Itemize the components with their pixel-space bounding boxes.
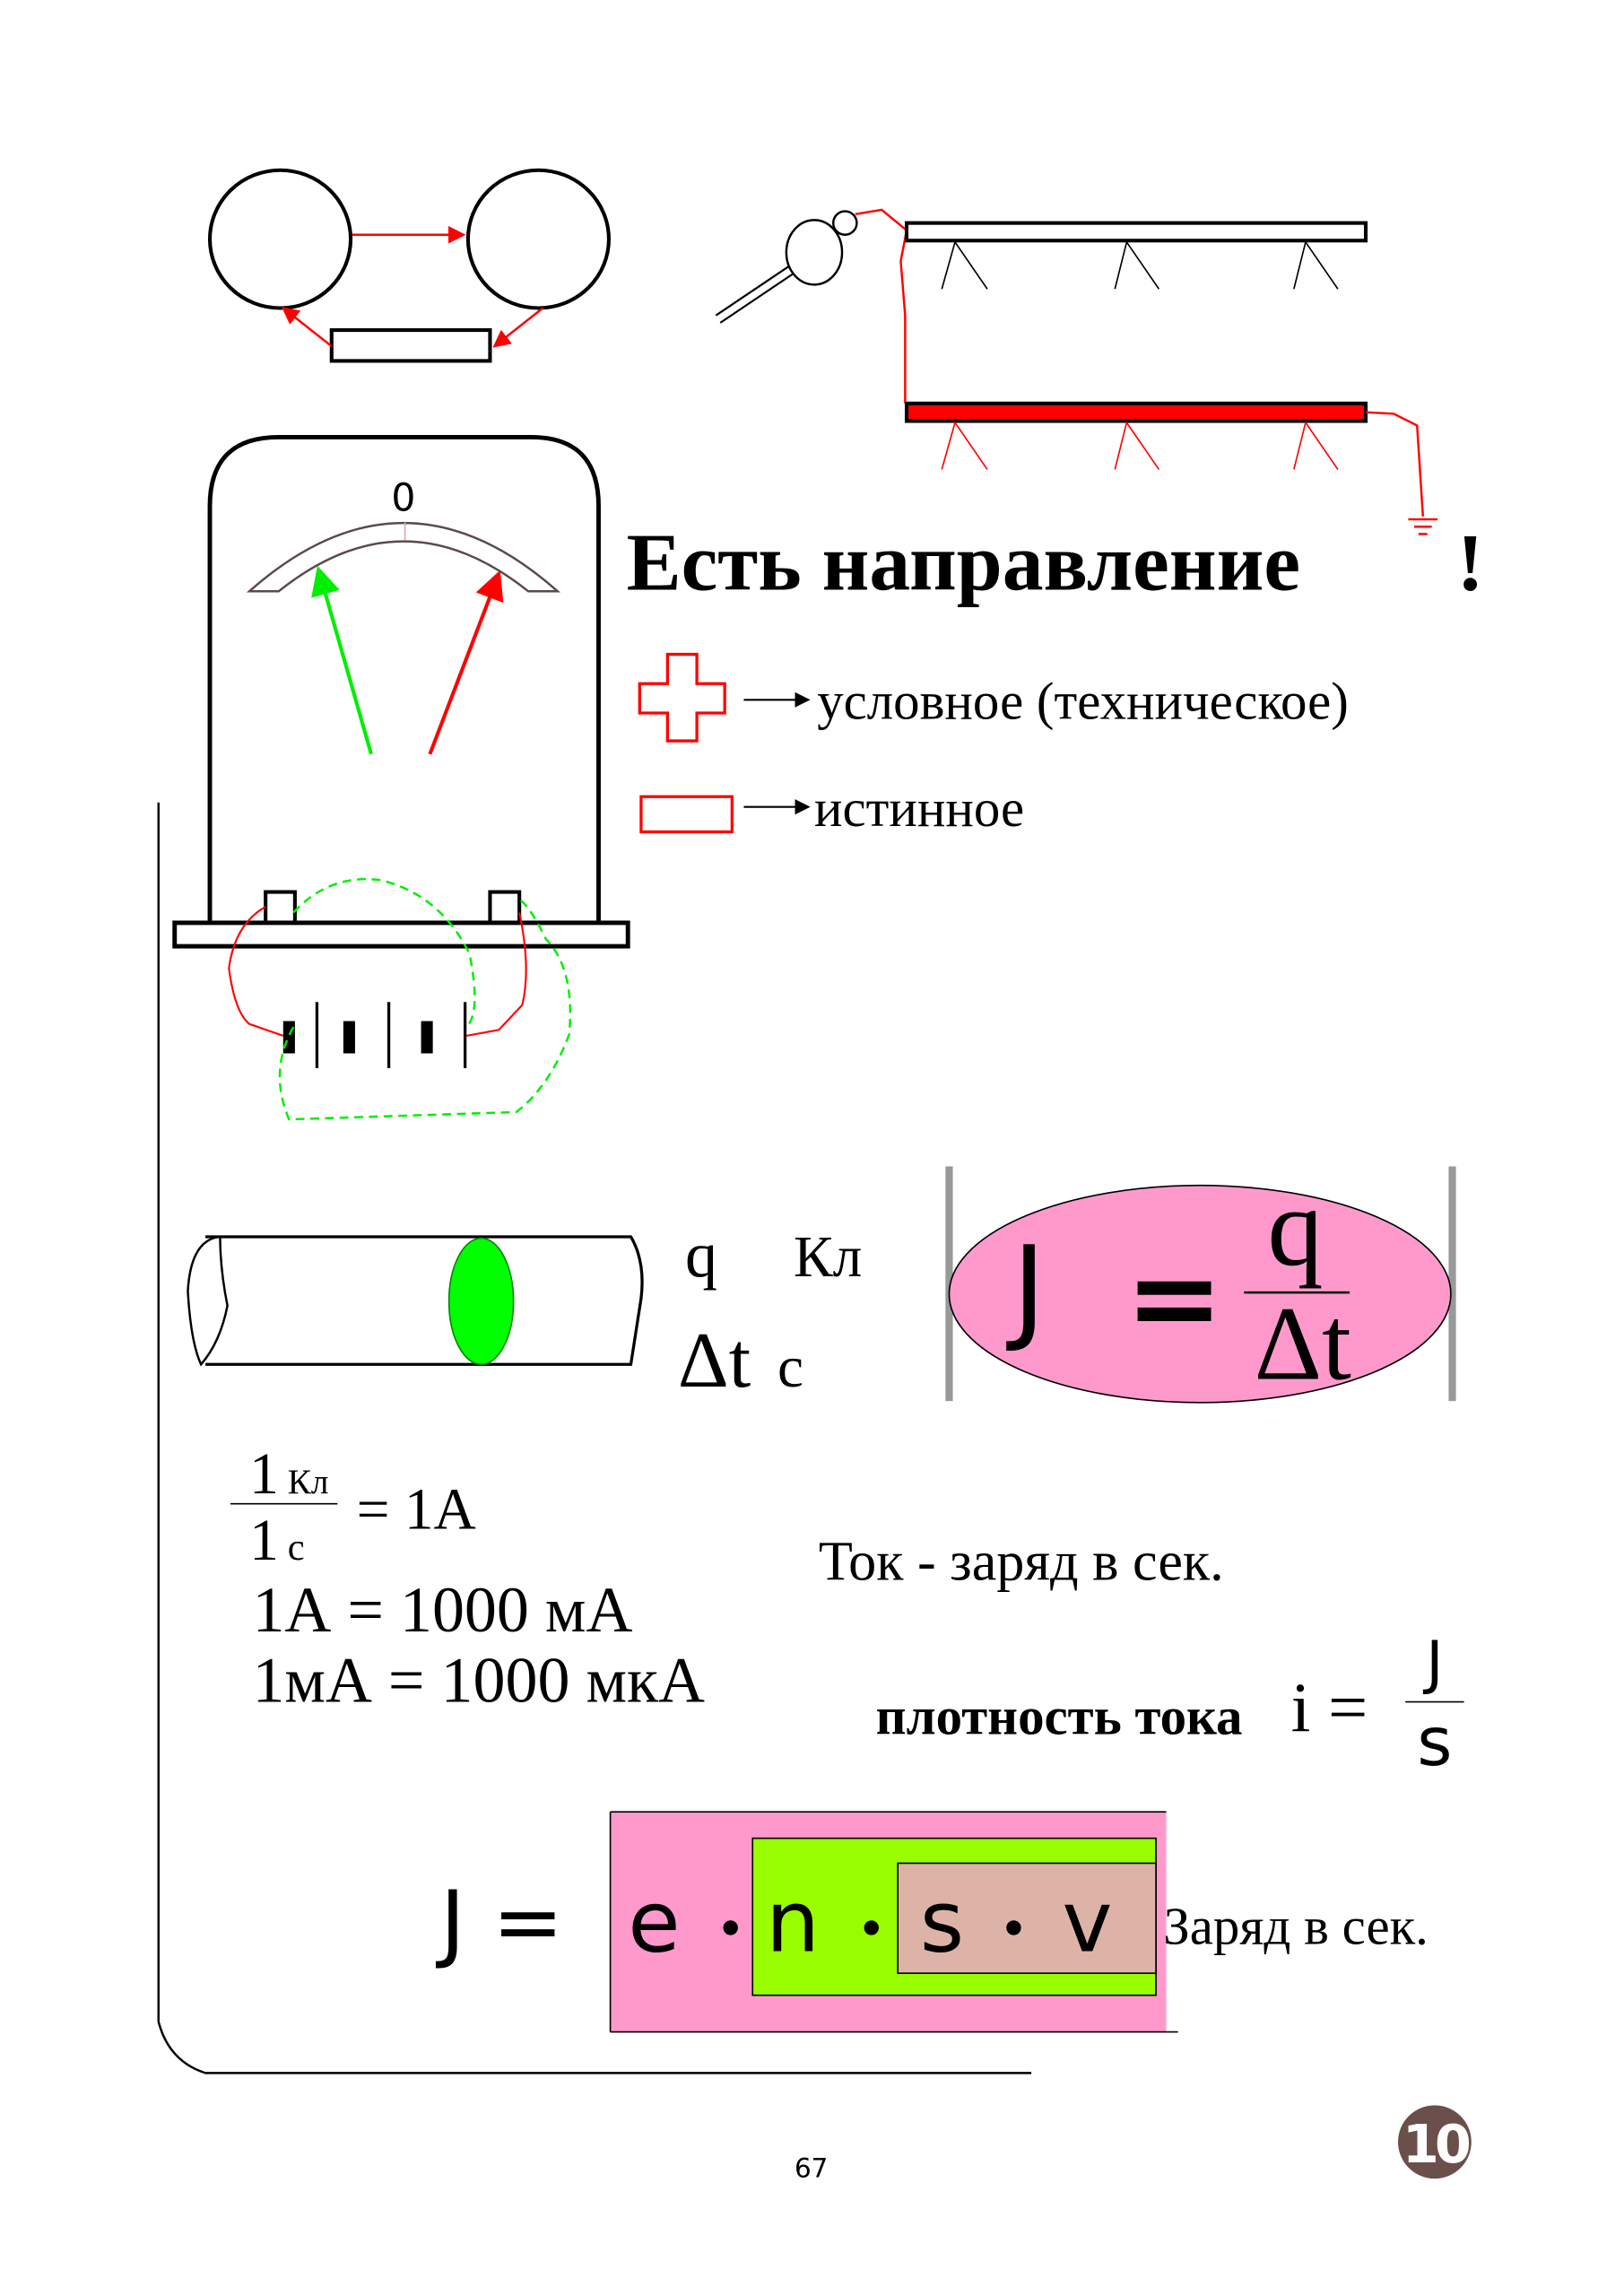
minus-icon [639,795,734,834]
page-number: 67 [795,2153,828,2184]
current-formula: J = q Δt [945,1165,1456,1404]
chapter-badge: 10 [1397,2105,1474,2179]
page-title: Есть направление [627,517,1300,608]
density-den: s [1417,1702,1452,1781]
symbol-s: s [920,1874,964,1972]
unit-frac-num-unit: Кл [288,1463,329,1501]
unit-frac-den-unit: с [288,1526,305,1569]
battery-icon [282,1002,467,1068]
charged-plates-diagram [715,208,1438,535]
formula-numerator: q [1267,1165,1323,1289]
symbol-v: v [1062,1874,1112,1972]
bottom-formula-lhs: J = [436,1874,564,1972]
time-symbol: Δt [678,1317,751,1405]
unit-frac-result: = 1А [357,1477,476,1542]
title-exclamation: ! [1456,517,1484,608]
formula-eq: = [1125,1230,1224,1366]
frame-line [157,802,1032,2074]
ground-icon [1408,517,1438,535]
density-lhs: i = [1291,1668,1368,1746]
bottom-caption: Заряд в сек. [1163,1897,1429,1955]
current-definition: Ток - заряд в сек. [819,1532,1224,1593]
density-label: плотность тока [876,1687,1243,1745]
legend-true: истинное [814,779,1024,838]
green-needle [311,565,373,755]
meter-zero-label: 0 [391,476,415,520]
unit-line-3: 1мА = 1000 мкА [252,1645,705,1717]
charge-symbol: q [685,1219,717,1291]
circuit-diagram [207,168,611,363]
unit-frac-den: 1 [249,1509,279,1573]
unit-frac-num: 1 [249,1442,279,1507]
symbol-e: e [628,1874,680,1972]
unit-line-2: 1А = 1000 мА [252,1574,632,1646]
time-unit: с [777,1335,803,1400]
density-num: J [1422,1629,1443,1697]
red-needle [428,570,504,755]
symbol-n: n [766,1874,820,1972]
legend-conventional: условное (техническое) [817,673,1349,731]
formula-lhs: J [1006,1222,1046,1355]
formula-denominator: Δt [1254,1286,1351,1403]
ammeter-diagram: 0 [172,435,630,1121]
wire-diagram [187,1235,644,1367]
chapter-number: 10 [1403,2113,1470,2175]
charge-per-second-formula: J = e n s v [436,1811,1178,2033]
charge-unit: Кл [794,1225,862,1290]
plus-icon [638,652,726,743]
